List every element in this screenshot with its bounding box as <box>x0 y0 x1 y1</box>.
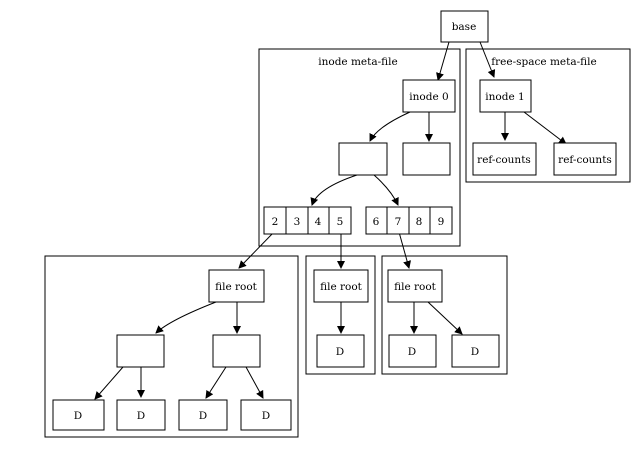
file-root-label-c: file root <box>394 281 437 293</box>
blank-node-b <box>402 142 451 176</box>
file-root-node-b <box>313 269 369 303</box>
edge-array-fileroot-c <box>398 231 411 269</box>
data-block-node <box>178 399 228 431</box>
file-cluster-right <box>381 255 508 375</box>
array-cell-label: 6 <box>373 216 380 228</box>
inode-1-label: inode 1 <box>485 91 524 103</box>
edge-fileroot-c-d2 <box>427 301 463 335</box>
edge-base-inode1 <box>479 41 496 78</box>
array-cell-label: 3 <box>294 216 301 228</box>
data-block-node <box>388 334 437 368</box>
file-root-label-a: file root <box>215 281 258 293</box>
edge-inode1-refcounts-b <box>523 111 567 145</box>
edge-blank-a-array-right <box>373 174 399 206</box>
data-block-node <box>451 334 500 368</box>
array-cell-label: 8 <box>416 216 423 228</box>
array-cell <box>328 206 352 235</box>
blank-node-a <box>338 142 388 176</box>
ref-counts-node-b <box>553 142 617 176</box>
array-cell-label: 4 <box>315 216 322 228</box>
edge-blank-d-d3 <box>205 366 227 399</box>
data-block-node <box>116 399 166 431</box>
file-root-node-c <box>387 269 443 303</box>
edge-base-inode0 <box>436 41 450 81</box>
data-block-label: D <box>408 346 416 358</box>
edges <box>94 41 567 400</box>
edge-blank-a-array-left <box>310 174 358 206</box>
edge-blank-d-d4 <box>245 366 264 399</box>
data-block-label: D <box>199 410 207 422</box>
inode-meta-file-cluster <box>258 48 461 247</box>
blank-node-d <box>212 334 261 368</box>
inode-1-node <box>479 79 532 113</box>
inode-0-node <box>402 79 456 113</box>
ref-counts-node-a <box>472 142 537 176</box>
inode-0-label: inode 0 <box>409 91 448 103</box>
data-block-node <box>316 334 365 368</box>
data-block-label: D <box>137 410 145 422</box>
array-cell-label: 5 <box>337 216 344 228</box>
blank-node-c <box>116 334 165 368</box>
data-block-label: D <box>471 346 479 358</box>
data-block-node <box>52 399 105 431</box>
array-node-left: 2 3 4 5 <box>263 206 352 235</box>
array-cell-label: 2 <box>272 216 279 228</box>
free-space-meta-file-label: free-space meta-file <box>491 56 596 68</box>
base-node <box>440 10 489 43</box>
edge-inode0-blank-a <box>369 111 411 142</box>
array-cell <box>429 206 453 235</box>
file-root-label-b: file root <box>320 281 363 293</box>
inode-meta-file-label: inode meta-file <box>318 56 398 68</box>
array-cell-label: 7 <box>395 216 402 228</box>
base-node-label: base <box>452 21 477 33</box>
edge-array-fileroot-a <box>238 231 275 269</box>
ref-counts-label-b: ref-counts <box>558 154 612 166</box>
array-cell-label: 9 <box>438 216 445 228</box>
edge-blank-c-d1 <box>94 366 124 400</box>
ref-counts-label-a: ref-counts <box>477 154 531 166</box>
data-block-label: D <box>262 410 270 422</box>
data-block-label: D <box>74 410 82 422</box>
data-block-node <box>240 399 292 431</box>
free-space-meta-file-cluster <box>465 48 631 183</box>
file-root-node-a <box>208 269 265 303</box>
data-block-label: D <box>336 346 344 358</box>
edge-fileroot-a-blank-c <box>155 301 217 334</box>
array-node-right: 6 7 8 9 <box>365 206 453 235</box>
file-cluster-left <box>44 255 299 438</box>
